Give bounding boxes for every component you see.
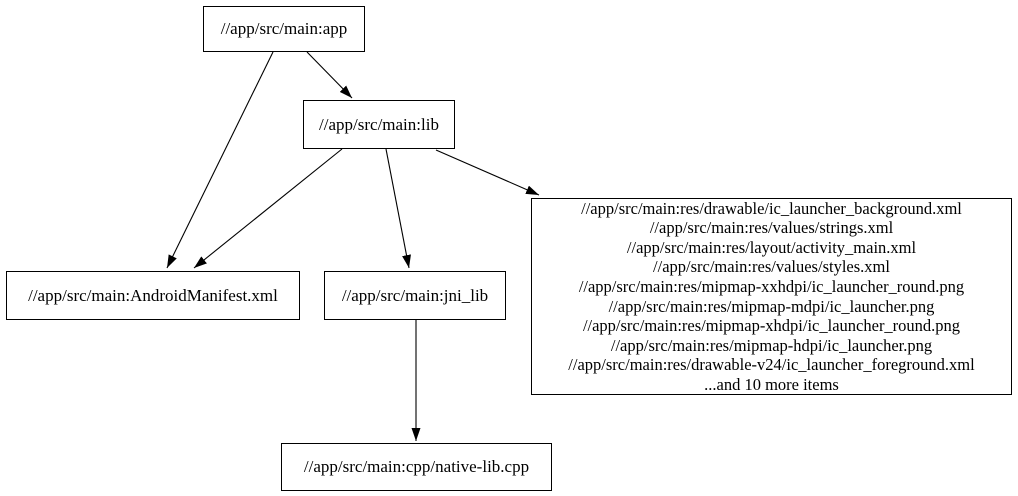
resource-item: //app/src/main:res/layout/activity_main.…	[626, 237, 917, 257]
resource-item: //app/src/main:res/values/strings.xml	[649, 218, 894, 238]
resource-item: //app/src/main:res/mipmap-xxhdpi/ic_laun…	[578, 276, 965, 296]
resource-item: //app/src/main:res/mipmap-xhdpi/ic_launc…	[582, 316, 961, 336]
node-native-lib-cpp-label: //app/src/main:cpp/native-lib.cpp	[303, 457, 530, 477]
resource-more-items: ...and 10 more items	[704, 374, 839, 394]
node-app: //app/src/main:app	[203, 6, 365, 52]
resource-item: //app/src/main:res/drawable/ic_launcher_…	[581, 198, 962, 218]
node-native-lib-cpp: //app/src/main:cpp/native-lib.cpp	[281, 443, 552, 491]
node-lib: //app/src/main:lib	[303, 100, 455, 149]
edge-app-to-lib	[306, 51, 353, 99]
edge-lib-to-manifest	[193, 148, 343, 269]
resource-item: //app/src/main:res/drawable-v24/ic_launc…	[568, 355, 975, 375]
resource-item: //app/src/main:res/mipmap-mdpi/ic_launch…	[608, 296, 935, 316]
resource-item: //app/src/main:res/mipmap-hdpi/ic_launch…	[610, 335, 933, 355]
node-jni-lib: //app/src/main:jni_lib	[324, 271, 506, 320]
edge-app-to-manifest	[166, 51, 274, 269]
node-jni-lib-label: //app/src/main:jni_lib	[341, 285, 489, 305]
resource-item: //app/src/main:res/values/styles.xml	[653, 257, 890, 277]
node-lib-label: //app/src/main:lib	[319, 114, 439, 134]
edge-lib-to-resources	[435, 149, 540, 196]
node-android-manifest-label: //app/src/main:AndroidManifest.xml	[28, 285, 278, 305]
node-app-label: //app/src/main:app	[220, 19, 348, 39]
node-resources-list: //app/src/main:res/drawable/ic_launcher_…	[531, 198, 1012, 395]
edge-lib-to-jni-lib	[385, 148, 411, 269]
node-android-manifest: //app/src/main:AndroidManifest.xml	[6, 271, 300, 320]
